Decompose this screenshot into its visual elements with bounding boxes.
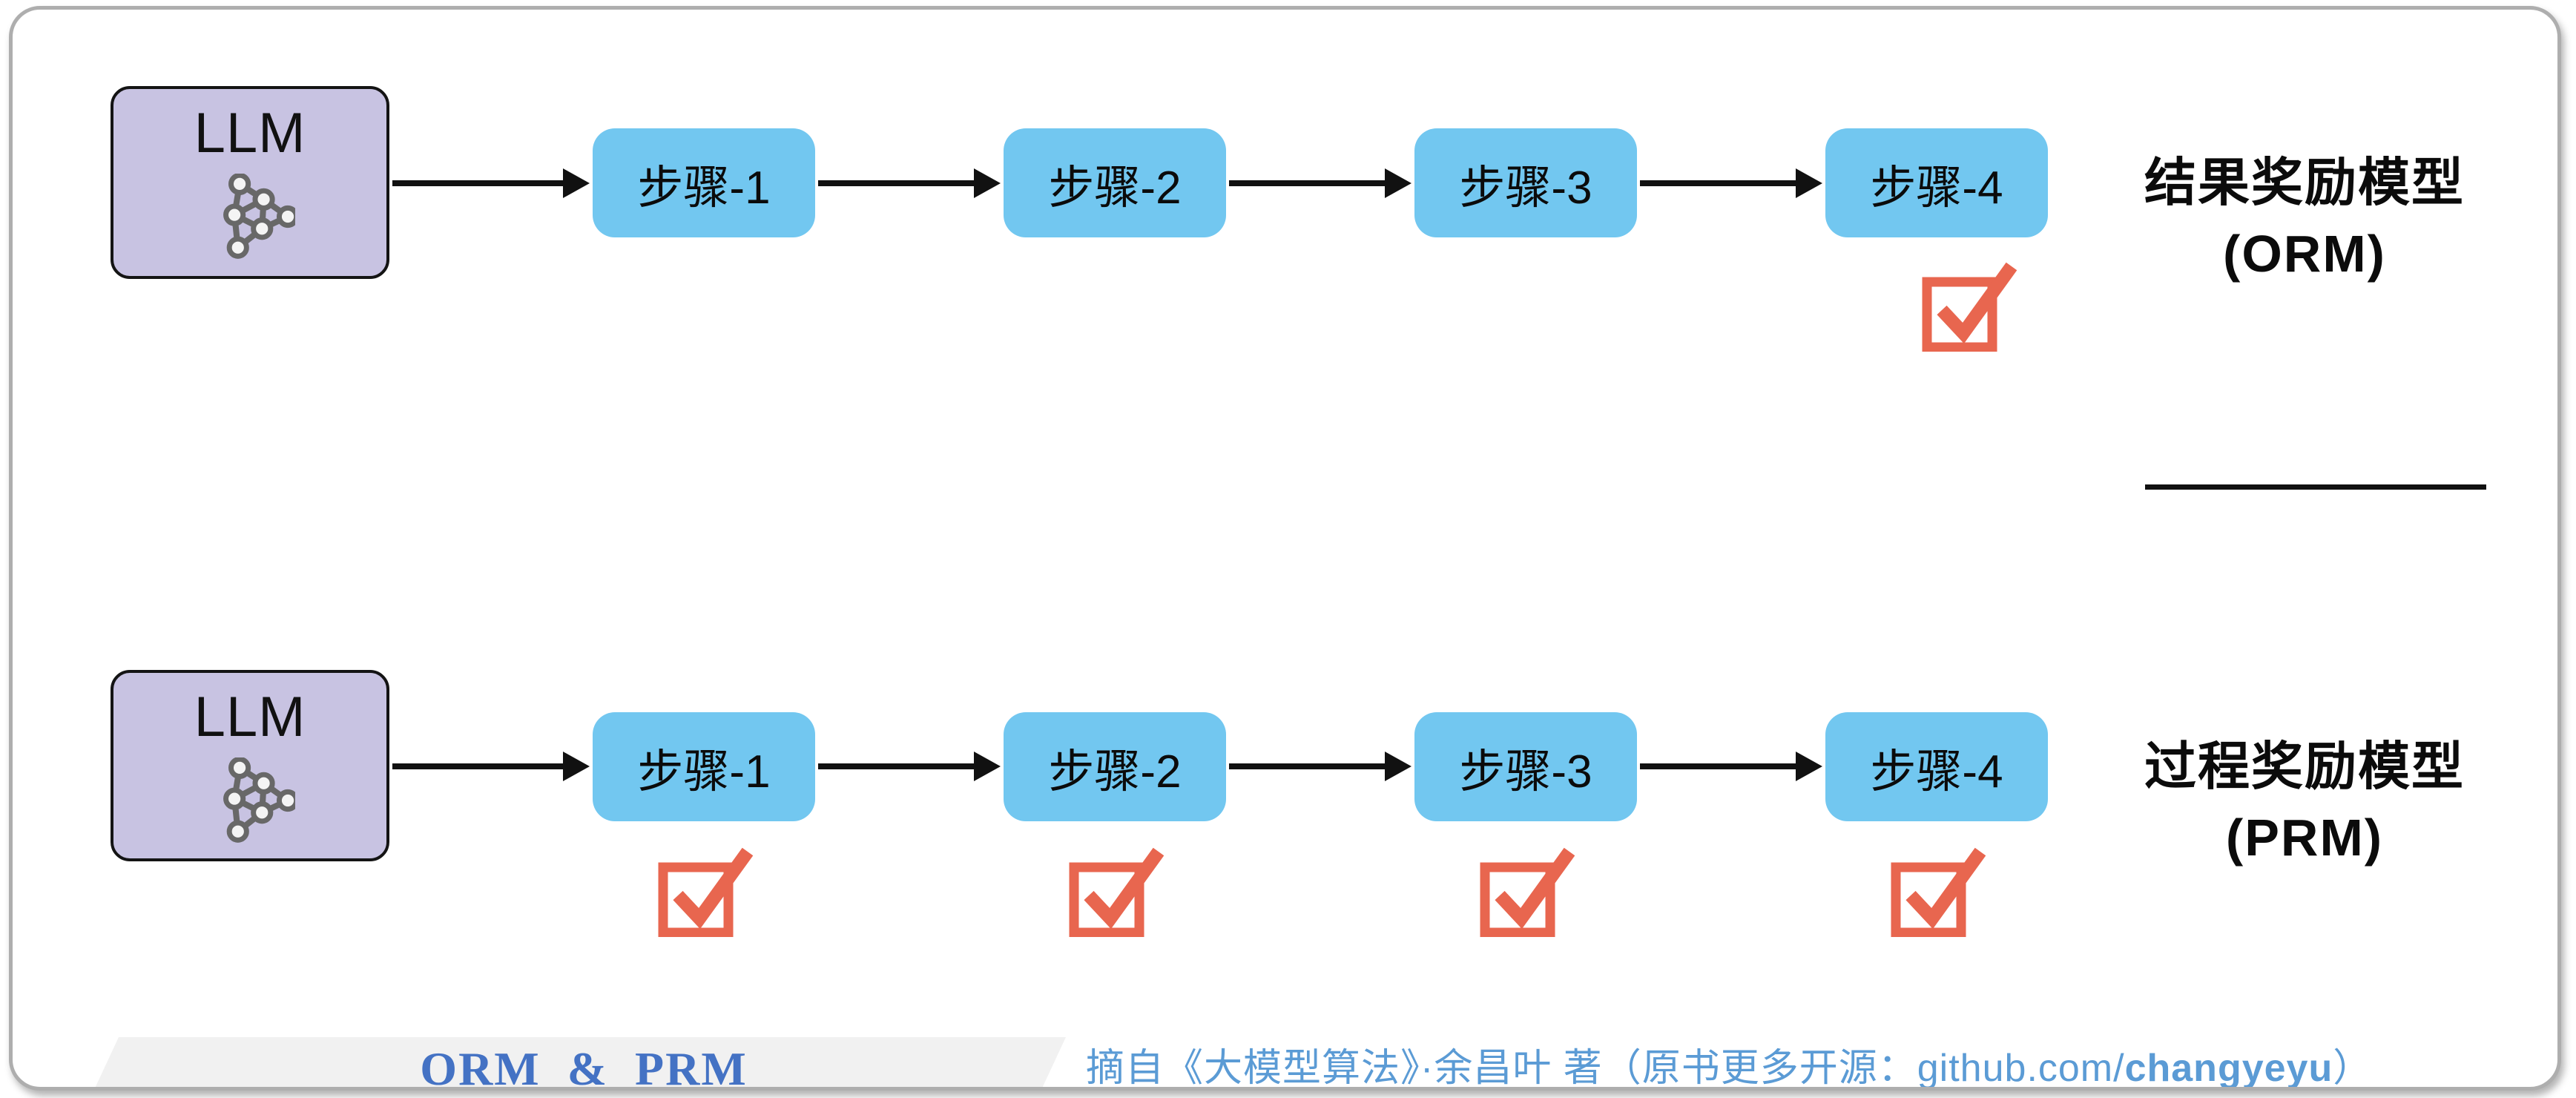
llm-box: LLM: [111, 86, 389, 279]
neural-network-icon: [223, 174, 295, 259]
step-box-1: 步骤-1: [593, 712, 815, 821]
step-label: 步骤-2: [1048, 746, 1182, 798]
step-box-3: 步骤-3: [1414, 712, 1637, 821]
checkmark-icon: [1922, 262, 2017, 352]
checkmark-icon: [1069, 847, 1165, 937]
arrow-step3-to-step4: [1640, 752, 1822, 781]
prm-label-line2: (PRM): [2225, 809, 2384, 867]
neural-network-icon: [223, 757, 295, 843]
step-box-4: 步骤-4: [1825, 128, 2048, 237]
step-label: 步骤-4: [1870, 162, 2003, 214]
step-label: 步骤-3: [1459, 162, 1592, 214]
step-box-1: 步骤-1: [593, 128, 815, 237]
llm-label: LLM: [194, 686, 306, 749]
step-label: 步骤-2: [1048, 162, 1182, 214]
arrow-llm-to-step1: [392, 168, 590, 198]
orm-label-line1: 结果奖励模型: [2144, 154, 2465, 211]
footer-title: ORM & PRM: [420, 1042, 748, 1091]
step-label: 步骤-1: [637, 746, 771, 798]
arrow-step1-to-step2: [818, 168, 1001, 198]
citation-github-handle: changyeyu: [2124, 1047, 2333, 1090]
step-box-2: 步骤-2: [1004, 128, 1226, 237]
step-box-4: 步骤-4: [1825, 712, 2048, 821]
prm-label: 过程奖励模型 (PRM): [2097, 731, 2512, 873]
orm-label-line2: (ORM): [2223, 225, 2386, 283]
step-label: 步骤-1: [637, 162, 771, 214]
checkmark-icon: [1891, 847, 1986, 937]
arrow-step3-to-step4: [1640, 168, 1822, 198]
arrow-llm-to-step1: [392, 752, 590, 781]
step-label: 步骤-4: [1870, 746, 2003, 798]
footer-citation: 摘自《大模型算法》·余昌叶 著（原书更多开源：github.com/changy…: [1086, 1047, 2373, 1090]
step-label: 步骤-3: [1459, 746, 1592, 798]
prm-label-line1: 过程奖励模型: [2144, 737, 2465, 795]
step-box-3: 步骤-3: [1414, 128, 1637, 237]
llm-box: LLM: [111, 670, 389, 861]
llm-label: LLM: [194, 102, 306, 165]
citation-text: 摘自《大模型算法》·余昌叶 著（原书更多开源：github.com/: [1086, 1047, 2125, 1090]
arrow-step2-to-step3: [1229, 752, 1411, 781]
arrow-step2-to-step3: [1229, 168, 1411, 198]
citation-suffix: ）: [2333, 1047, 2373, 1090]
checkmark-icon: [658, 847, 754, 937]
arrow-step1-to-step2: [818, 752, 1001, 781]
row-divider-line: [2145, 484, 2486, 490]
checkmark-icon: [1480, 847, 1575, 937]
step-box-2: 步骤-2: [1004, 712, 1226, 821]
orm-label: 结果奖励模型 (ORM): [2097, 147, 2512, 289]
slide-frame: LLM 步骤-1 步骤-2 步骤-3 步骤-4: [9, 6, 2561, 1091]
